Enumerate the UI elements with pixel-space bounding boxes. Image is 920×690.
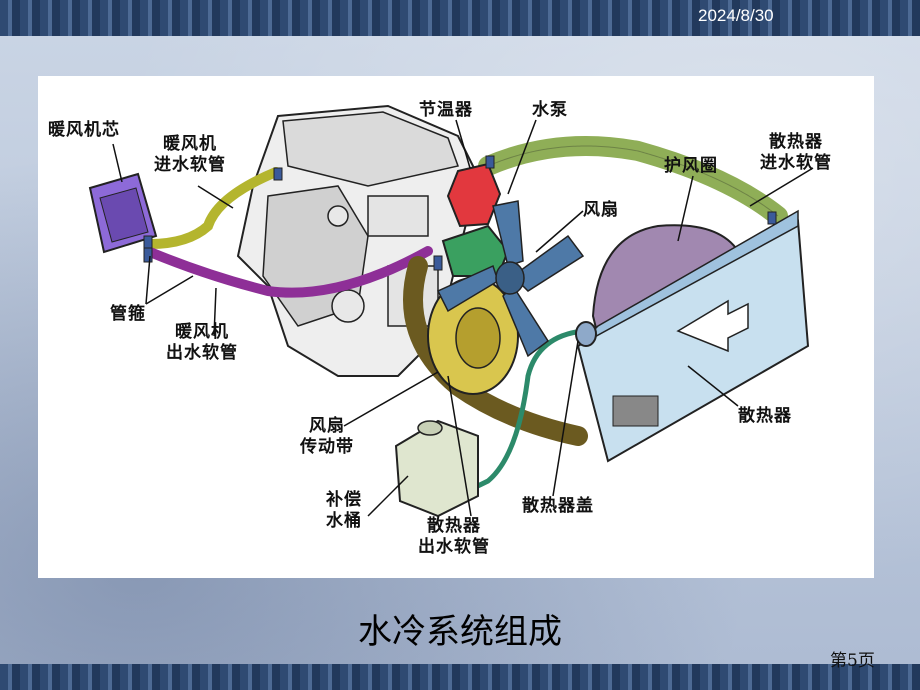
fan-blades — [436, 200, 585, 358]
label-radiator-inlet-hose-line2: 进水软管 — [760, 153, 832, 173]
bottom-border-band — [0, 664, 920, 690]
heater-inlet-hose — [145, 167, 281, 249]
label-fan-belt-line1: 风扇 — [309, 416, 345, 436]
radiator — [576, 209, 810, 463]
hose-clamps — [143, 155, 777, 271]
heater-outlet-hose — [145, 246, 433, 298]
label-heater-inlet-hose-line1: 暖风机 — [163, 134, 217, 154]
label-expansion-tank: 补偿 水桶 — [326, 490, 362, 532]
label-heater-inlet-hose-line2: 进水软管 — [154, 155, 226, 175]
diagram-panel: 暖风机芯 暖风机 进水软管 节温器 水泵 散热器 进水软管 护风圈 风扇 管箍 … — [38, 76, 874, 578]
page-number: 第5页 — [830, 651, 875, 671]
cooling-system-illustration — [88, 104, 814, 518]
heater-core — [88, 172, 158, 254]
expansion-tank — [394, 419, 479, 518]
label-fan-shroud: 护风圈 — [664, 156, 718, 176]
label-fan-belt-line2: 传动带 — [300, 437, 354, 457]
top-border-band — [0, 0, 920, 36]
label-radiator-inlet-hose: 散热器 进水软管 — [760, 132, 832, 174]
label-heater-outlet-hose: 暖风机 出水软管 — [166, 322, 238, 364]
label-thermostat: 节温器 — [419, 100, 473, 120]
label-radiator-cap: 散热器盖 — [522, 496, 594, 516]
radiator-cap — [575, 321, 597, 347]
slide-date: 2024/8/30 — [698, 6, 774, 25]
callout-leader-lines — [112, 119, 814, 517]
radiator-inlet-hose — [478, 136, 788, 226]
label-expansion-tank-line1: 补偿 — [326, 490, 362, 510]
label-heater-outlet-hose-line1: 暖风机 — [175, 322, 229, 342]
label-radiator: 散热器 — [738, 406, 792, 426]
label-fan-belt: 风扇 传动带 — [300, 416, 354, 458]
label-radiator-outlet-hose: 散热器 出水软管 — [418, 516, 490, 558]
label-radiator-outlet-hose-line1: 散热器 — [427, 516, 481, 536]
label-fan: 风扇 — [583, 200, 619, 220]
label-heater-core: 暖风机芯 — [48, 120, 120, 140]
label-heater-outlet-hose-line2: 出水软管 — [166, 343, 238, 363]
label-water-pump: 水泵 — [532, 100, 568, 120]
label-radiator-outlet-hose-line2: 出水软管 — [418, 537, 490, 557]
label-heater-inlet-hose: 暖风机 进水软管 — [154, 134, 226, 176]
label-hose-clamp: 管箍 — [110, 304, 146, 324]
label-expansion-tank-line2: 水桶 — [326, 511, 362, 531]
slide-title: 水冷系统组成 — [358, 612, 562, 652]
label-radiator-inlet-hose-line1: 散热器 — [769, 132, 823, 152]
